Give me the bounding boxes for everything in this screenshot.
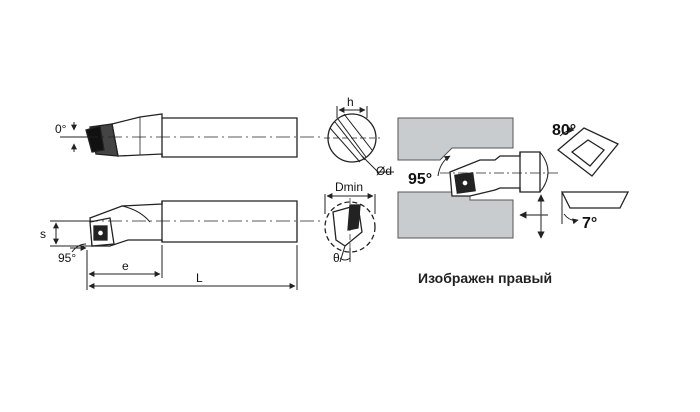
approach-angle-marker [437, 155, 451, 177]
insert-top [556, 127, 620, 177]
angle-side-label: 95° [58, 251, 76, 265]
top-view-holder [60, 113, 320, 158]
feed-arrows [519, 194, 548, 239]
boring-bar-head [440, 151, 560, 197]
dmin-label: Dmin [335, 180, 363, 194]
theta-label: θ [333, 251, 340, 265]
bore-section [324, 198, 376, 258]
shank-section [324, 113, 380, 163]
s-dimension [50, 220, 92, 247]
e-dimension [86, 245, 163, 290]
d-leader [361, 155, 394, 173]
h-label: h [347, 95, 354, 109]
s-label: s [40, 227, 46, 241]
L-dimension [88, 245, 298, 290]
insert-side [560, 191, 630, 224]
side-angle-marker [70, 243, 87, 253]
insert-angle-marker [559, 127, 575, 137]
top-angle-marker [60, 122, 88, 152]
side-view-holder [60, 200, 320, 247]
clearance-angle-label: 7° [582, 215, 597, 232]
theta-marker [339, 245, 351, 263]
angle-top-label: 0° [55, 122, 67, 136]
h-dimension [336, 106, 368, 118]
approach-angle-label: 95° [408, 171, 432, 188]
L-label: L [196, 271, 203, 285]
workpiece [397, 117, 514, 239]
clearance-angle-marker [563, 213, 579, 225]
caption: Изображен правый [418, 270, 553, 286]
d-label: Ød [376, 164, 392, 178]
insert-angle-label: 80° [552, 122, 576, 139]
dmin-dimension [324, 193, 376, 214]
e-label: e [122, 259, 129, 273]
